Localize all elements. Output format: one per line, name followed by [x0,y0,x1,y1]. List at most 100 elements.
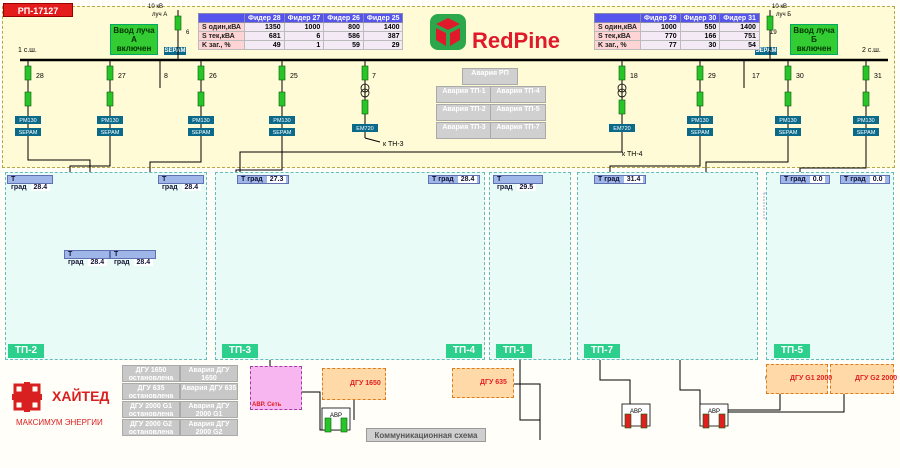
alarm-tp2[interactable]: Авария ТП-2 [436,104,492,121]
left-source-beam: луч А [152,12,168,18]
dgu-1650-box[interactable] [322,368,386,400]
dgu-g1-status[interactable]: ДГУ 2000 G1 остановлена [122,401,180,418]
meter-label: PM130 [19,118,36,124]
dgu-g2-alarm[interactable]: Авария ДГУ 2000 G2 [180,419,238,436]
redpine-logo-text: RedPine [472,28,561,53]
tgrad-value: 31.4 [623,176,644,183]
comm-scheme-button[interactable]: Коммуникационная схема [366,428,486,442]
tgrad-label: T град [432,176,454,183]
dgu-g2-status[interactable]: ДГУ 2000 G2 остановлена [122,419,180,436]
breaker-icon [174,15,182,31]
breaker-icon [862,91,870,107]
left-source-feeder: 6 [186,30,190,36]
alarm-rp[interactable]: Авария РП [462,68,518,85]
meter-box [15,128,41,136]
tgrad-value: 0.0 [809,176,826,183]
tp7-label[interactable]: ТП-7 [584,344,620,358]
meter-box [853,128,879,136]
meter-label: SEPAM [19,130,38,136]
meter-box [188,128,214,136]
tp1-label[interactable]: ТП-1 [496,344,532,358]
breaker-icon [197,91,205,107]
alarm-tp5[interactable]: Авария ТП-5 [490,104,546,121]
section-tp5 [766,172,894,360]
meter-box [352,124,378,132]
rp-title: РП-17127 [3,3,73,17]
alarm-tp4[interactable]: Авария ТП-4 [490,86,546,103]
left-source-status: Ввод луча А включен [110,24,158,55]
meter-label: SEPAM [779,130,798,136]
meter-label: PM130 [101,118,118,124]
alarm-tp7[interactable]: Авария ТП-7 [490,122,546,139]
dgu-g1-box[interactable] [766,364,828,394]
tgrad-value: 27.3 [266,176,287,183]
breaker-icon [106,65,114,81]
left-source-voltage: 10 кВ [148,4,163,10]
breaker-icon [324,417,332,433]
tgrad-value: 28.4 [30,184,51,191]
breaker-icon [784,91,792,107]
section-tp3-tp4 [215,172,485,360]
breaker-icon [361,65,369,81]
right-source-sepam[interactable]: SEPAM [755,47,777,55]
breaker-icon [618,65,626,81]
dgu-635-box[interactable] [452,368,514,398]
dgu-635-alarm[interactable]: Авария ДГУ 635 [180,383,238,400]
hitech-logo-icon [10,380,44,414]
dgu-g1-alarm[interactable]: Авария ДГУ 2000 G1 [180,401,238,418]
breaker-icon [702,413,710,429]
meter-box [687,128,713,136]
tp2-label[interactable]: ТП-2 [8,344,44,358]
tp4-label[interactable]: ТП-4 [446,344,482,358]
left-source-sepam[interactable]: SEPAM [164,47,186,55]
breaker-icon [640,413,648,429]
avr-network-label: АВР. Сеть [252,402,282,408]
tgrad-label: T град [598,176,620,183]
dgu-1650-status[interactable]: ДГУ 1650 остановлена [122,365,180,382]
tn3-line [364,137,381,143]
meter-box [269,128,295,136]
tgrad-label: T град [784,176,806,183]
breaker-icon [718,413,726,429]
tgrad-label: T град [162,176,178,191]
alarm-tp3[interactable]: Авария ТП-3 [436,122,492,139]
tgrad-label: T град [241,176,263,183]
brand-name: ХАЙТЕД [52,388,110,404]
dgu-1650-label: ДГУ 1650 [350,380,381,387]
meter-label: PM130 [857,118,874,124]
transformer-icon [360,88,370,98]
alarm-tp1[interactable]: Авария ТП-1 [436,86,492,103]
tgrad-label: T град [844,176,866,183]
avr-network-box[interactable] [250,366,302,410]
dgu-1650-alarm[interactable]: Авария ДГУ 1650 [180,365,238,382]
dgu-635-label: ДГУ 635 [480,379,507,386]
breaker-icon [624,413,632,429]
right-source-feeder: 19 [770,30,777,36]
tp3-label[interactable]: ТП-3 [222,344,258,358]
brand-slogan: МАКСИМУМ ЭНЕРГИИ [16,418,103,427]
avr-lower-label: АВР [330,413,342,419]
breaker-icon [106,91,114,107]
gen-cable [720,394,845,413]
breaker-icon [696,65,704,81]
dgu-g2-label: ДГУ G2 2000 [855,375,898,382]
transformer-icon [617,88,627,98]
tp5-label[interactable]: ТП-5 [774,344,810,358]
dgu-635-status[interactable]: ДГУ 635 остановлена [122,383,180,400]
breaker-icon [340,417,348,433]
feeder-number: 7 [372,73,376,80]
feeder-number: 8 [164,73,168,80]
meter-box [15,116,41,124]
right-source-beam: луч Б [776,12,792,18]
gen-cable [599,340,631,420]
dgu-g2-box[interactable] [830,364,894,394]
feeder-number: 31 [874,73,882,80]
